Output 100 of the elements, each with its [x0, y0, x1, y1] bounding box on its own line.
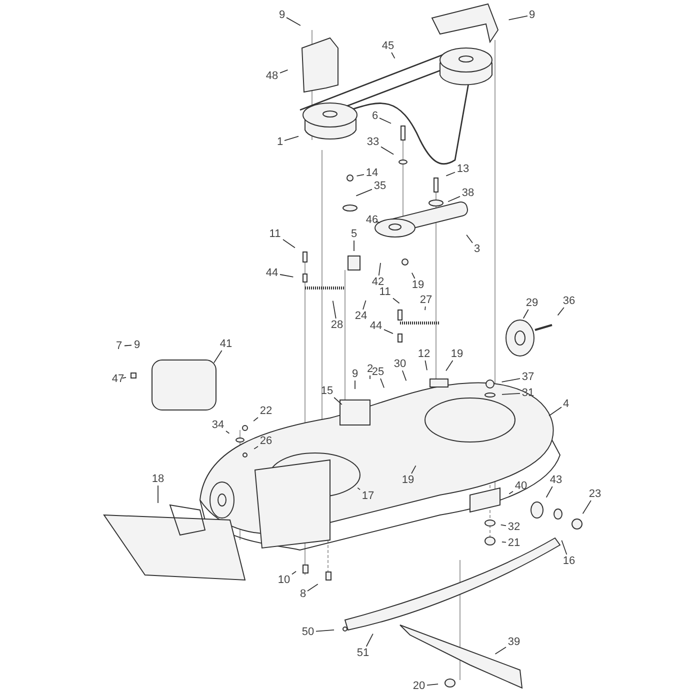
- leader-line: [379, 118, 392, 124]
- callout-number: 18: [150, 472, 166, 486]
- callout-number: 5: [350, 228, 358, 240]
- callout-number: 10: [276, 574, 292, 586]
- leader-line: [466, 234, 473, 244]
- leader-line: [582, 500, 592, 514]
- leader-line: [362, 300, 366, 310]
- callout-number: 1: [276, 136, 284, 148]
- callout-number: 9: [278, 8, 286, 22]
- callout-number: 37: [520, 370, 536, 384]
- leader-line: [448, 196, 460, 202]
- callout-number: 21: [506, 536, 522, 550]
- leader-line: [356, 188, 372, 196]
- callout-number: 19: [410, 278, 426, 292]
- leader-line: [354, 380, 356, 390]
- leader-line: [356, 174, 364, 176]
- leader-line: [446, 360, 454, 372]
- callout-number: 12: [416, 348, 432, 360]
- leader-line: [502, 542, 506, 543]
- callout-number: 11: [377, 286, 393, 298]
- leader-line: [502, 392, 520, 395]
- callout-number: 43: [548, 474, 564, 486]
- callout-number: 7: [114, 340, 124, 352]
- callout-number: 9: [350, 368, 360, 380]
- leader-line: [124, 344, 132, 346]
- leader-line: [508, 15, 528, 20]
- leader-line: [292, 570, 296, 575]
- leader-line: [402, 370, 407, 382]
- leader-line: [280, 70, 288, 74]
- leader-line: [384, 329, 394, 334]
- callout-number: 19: [400, 474, 416, 486]
- leader-line: [424, 360, 428, 371]
- callout-number: 19: [449, 348, 465, 360]
- callout-number: 9: [132, 338, 142, 352]
- leader-line: [226, 430, 230, 434]
- callout-number: 51: [355, 646, 371, 660]
- callout-number: 9: [528, 8, 536, 22]
- leader-line: [446, 172, 456, 176]
- leader-line: [378, 262, 381, 276]
- callout-number: 48: [264, 70, 280, 82]
- callout-number: 8: [298, 588, 308, 600]
- callout-number: 40: [513, 480, 529, 492]
- callout-number: 13: [455, 162, 471, 176]
- callout-number: 45: [380, 40, 396, 52]
- leader-line: [122, 376, 126, 379]
- callout-number: 29: [524, 296, 540, 310]
- callout-number: 4: [562, 398, 570, 410]
- callout-number: 15: [319, 384, 335, 398]
- leader-line: [254, 446, 258, 450]
- leader-line: [366, 633, 374, 647]
- leader-line: [253, 417, 258, 422]
- callout-number: 11: [267, 228, 283, 240]
- leader-line: [546, 486, 553, 498]
- callout-number: 6: [370, 110, 380, 122]
- callout-number: 41: [218, 338, 234, 350]
- leader-line: [426, 684, 438, 686]
- leader-line: [307, 584, 318, 592]
- callout-number: 28: [329, 318, 345, 332]
- callout-number: 47: [110, 372, 126, 386]
- callout-number: 3: [472, 242, 482, 256]
- callout-number: 39: [506, 636, 522, 648]
- leader-line: [411, 465, 416, 474]
- callout-number: 22: [258, 404, 274, 418]
- leader-line: [357, 487, 360, 490]
- callout-number: 27: [418, 294, 434, 306]
- callout-number: 23: [587, 488, 603, 500]
- callout-number: 50: [300, 626, 316, 638]
- leader-line: [561, 540, 568, 555]
- callout-number: 14: [364, 166, 380, 180]
- leader-line: [392, 298, 400, 304]
- callout-number: 44: [264, 266, 280, 280]
- leader-line: [282, 239, 296, 248]
- leader-line: [501, 378, 520, 382]
- leader-line: [522, 309, 529, 319]
- leader-line: [214, 350, 222, 364]
- callout-number: 26: [258, 434, 274, 448]
- callout-number: 34: [210, 418, 226, 432]
- leader-line: [375, 220, 380, 224]
- callout-number: 35: [372, 180, 388, 192]
- callout-number: 42: [370, 276, 386, 288]
- leader-line: [494, 646, 506, 654]
- callout-number: 16: [561, 554, 577, 568]
- callout-number: 46: [364, 214, 380, 226]
- leader-line: [380, 146, 394, 155]
- callout-number: 38: [460, 186, 476, 200]
- leader-line: [411, 272, 416, 279]
- callout-number: 30: [392, 358, 408, 370]
- callout-number: 24: [353, 310, 369, 322]
- leader-line: [391, 52, 396, 59]
- leader-line: [380, 378, 384, 388]
- callout-number: 32: [506, 520, 522, 534]
- leader-line: [334, 397, 342, 406]
- leader-line: [500, 524, 506, 526]
- callout-number: 36: [561, 294, 577, 308]
- leader-line: [332, 300, 336, 319]
- leader-line: [557, 307, 564, 316]
- leader-line: [280, 274, 294, 278]
- callout-number: 17: [360, 490, 376, 502]
- leader-line: [548, 406, 562, 416]
- callout-number: 33: [365, 136, 381, 148]
